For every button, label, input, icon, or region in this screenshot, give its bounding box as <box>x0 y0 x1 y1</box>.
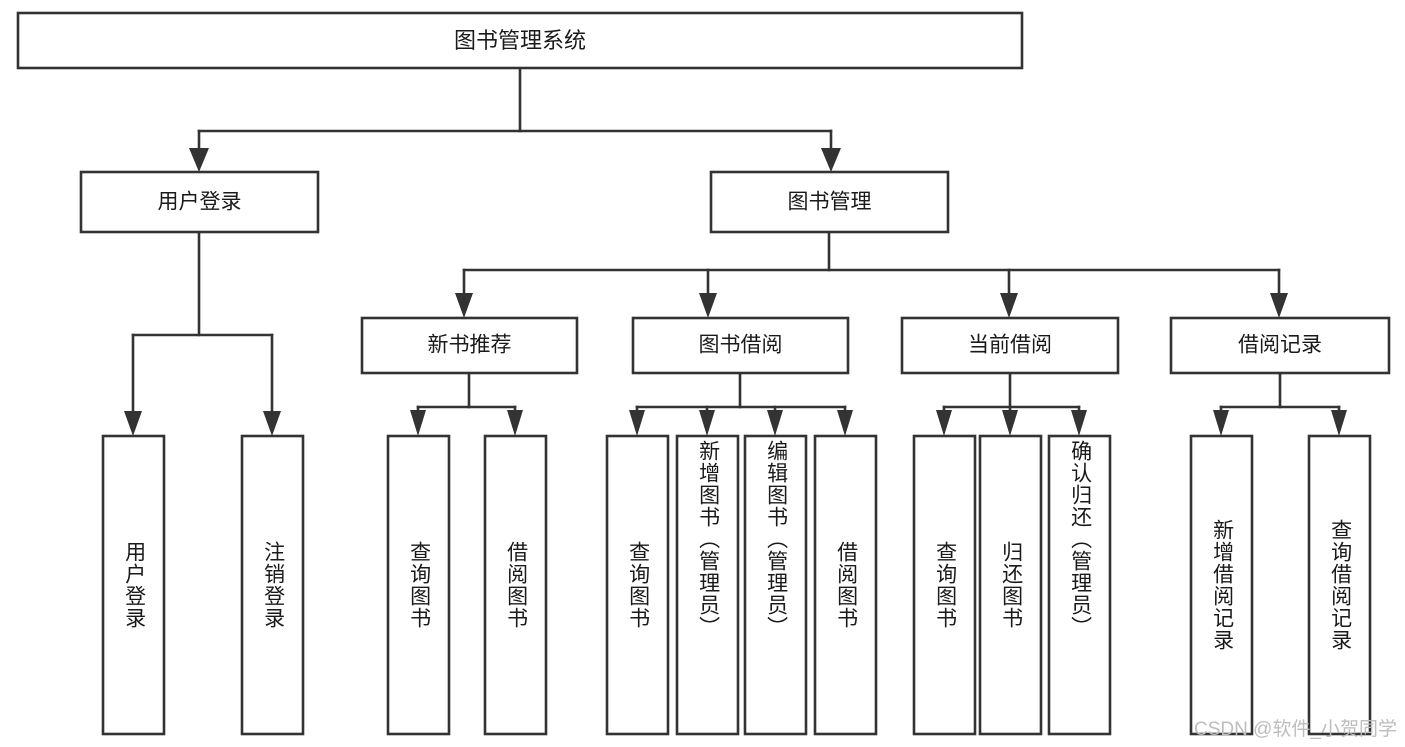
node-book-manage[interactable]: 图书管理 <box>709 170 950 234</box>
edge-borrow-record-to-leaves <box>1213 371 1347 436</box>
node-leaf-add-book[interactable] <box>675 434 740 736</box>
csdn-watermark: CSDN @软件_小贺同学 <box>1194 719 1397 740</box>
node-leaf-query-record[interactable] <box>1307 434 1372 736</box>
node-leaf-query-book-1[interactable] <box>386 434 451 736</box>
node-leaf-edit-book[interactable] <box>743 434 808 736</box>
node-leaf-borrow-book-1[interactable] <box>483 434 548 736</box>
node-new-book-recommend[interactable]: 新书推荐 <box>360 316 579 375</box>
node-leaf-borrow-book-2[interactable] <box>813 434 878 736</box>
node-leaf-logout-login[interactable] <box>240 434 305 736</box>
edge-current-borrow-to-leaves <box>936 371 1087 436</box>
node-borrow-record-label: 借阅记录 <box>1238 334 1322 357</box>
node-new-book-recommend-label: 新书推荐 <box>428 334 512 357</box>
node-book-manage-label: 图书管理 <box>788 191 872 214</box>
edge-new-book-to-leaves <box>410 371 523 436</box>
node-leaf-return-book[interactable] <box>978 434 1043 736</box>
node-current-borrow[interactable]: 当前借阅 <box>900 316 1120 375</box>
node-leaf-query-book-2[interactable] <box>605 434 670 736</box>
node-current-borrow-label: 当前借阅 <box>968 334 1052 357</box>
node-leaf-query-book-3[interactable] <box>912 434 977 736</box>
node-root-label: 图书管理系统 <box>454 28 586 53</box>
edge-root-to-level2 <box>189 66 841 172</box>
node-borrow-record[interactable]: 借阅记录 <box>1169 316 1391 375</box>
node-leaf-user-login[interactable] <box>101 434 166 736</box>
node-user-login-label: 用户登录 <box>158 191 242 214</box>
node-leaf-add-record[interactable] <box>1189 434 1254 736</box>
node-leaf-confirm-return[interactable] <box>1047 434 1112 736</box>
node-book-borrow-label: 图书借阅 <box>699 334 783 357</box>
node-book-borrow[interactable]: 图书借阅 <box>631 316 850 375</box>
edge-book-manage-to-level3 <box>455 230 1288 318</box>
edge-book-borrow-to-leaves <box>629 371 853 436</box>
edge-user-login-to-leaves <box>124 230 281 436</box>
node-user-login[interactable]: 用户登录 <box>79 170 320 234</box>
node-root[interactable]: 图书管理系统 <box>16 11 1024 70</box>
